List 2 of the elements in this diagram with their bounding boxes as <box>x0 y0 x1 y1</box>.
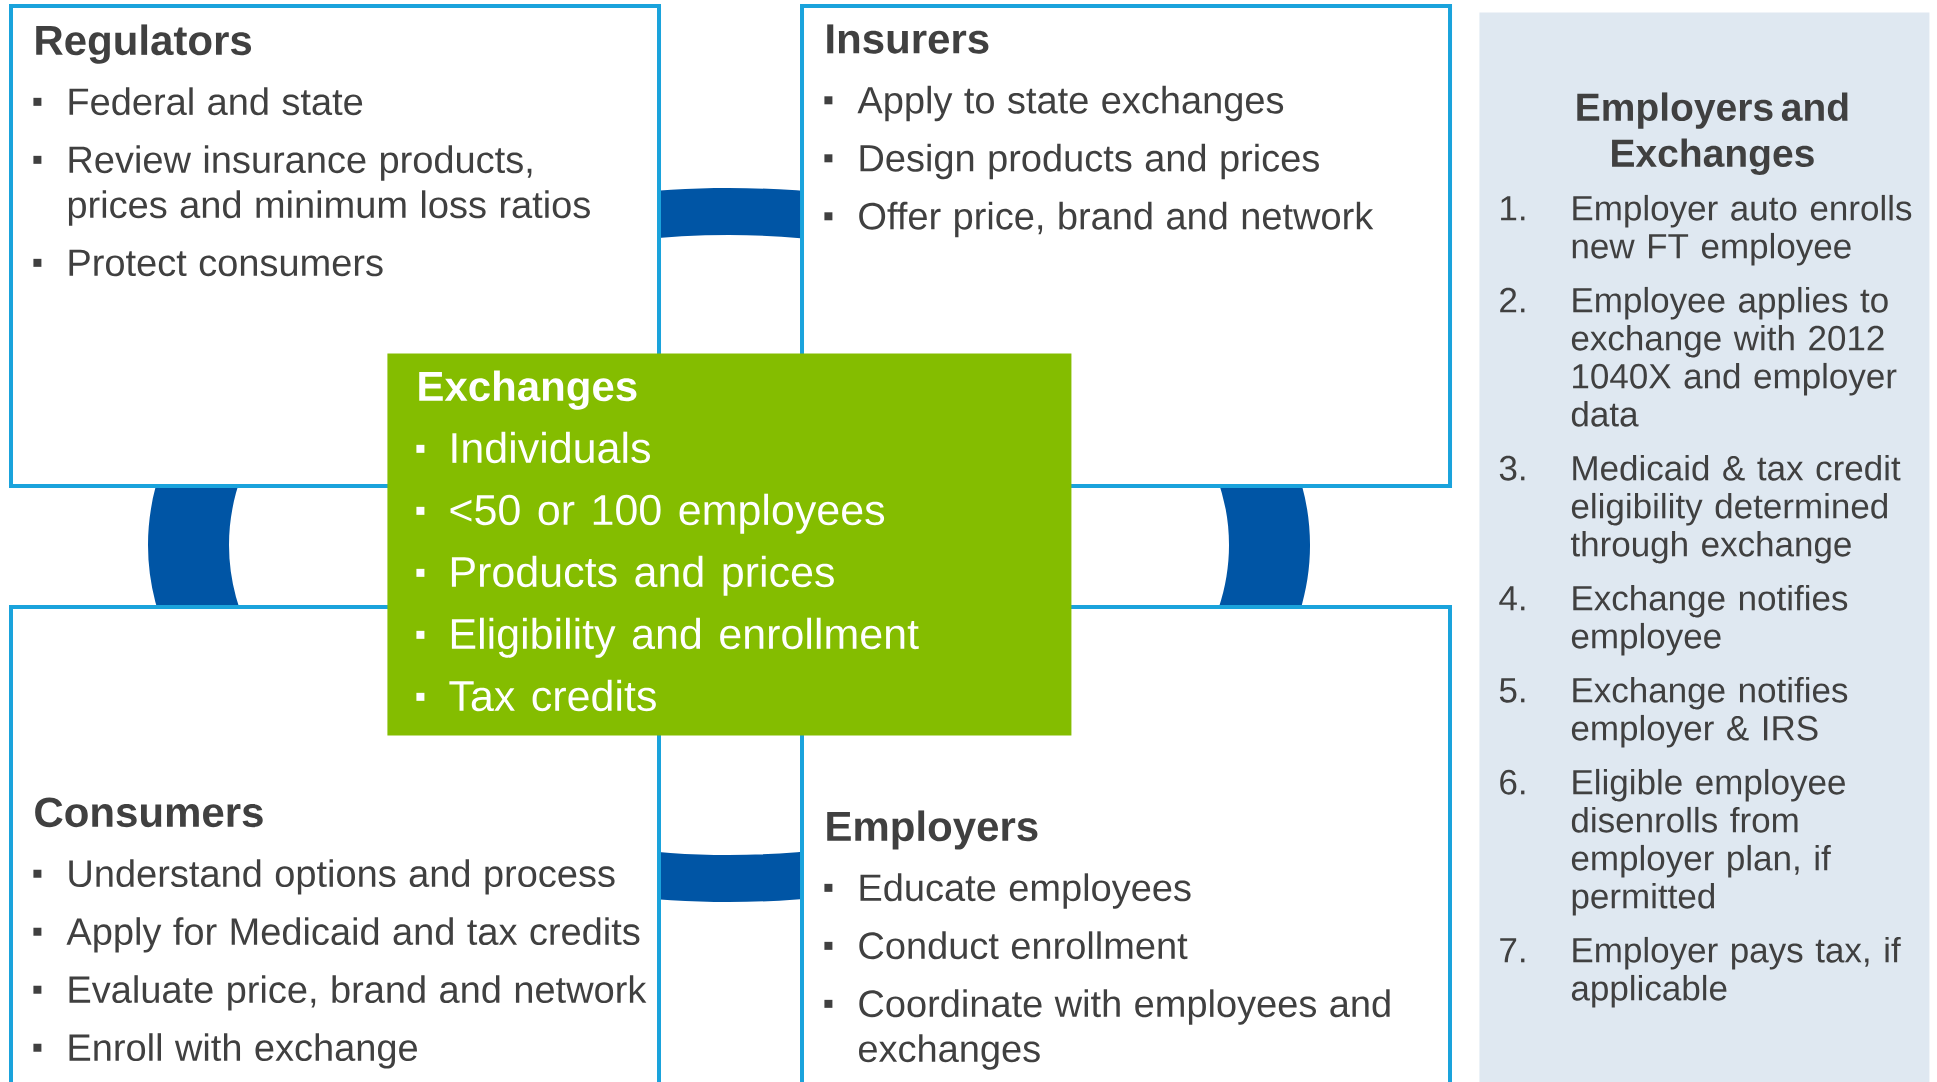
side-panel: Employers and Exchanges 1. Employer auto enrolls new FT employee 2. Employee applies to exchange with 2012 1040X and employer data 3. Medicaid & tax credit eligibility determined through exchange 4. Exchange notifies employee 5. Exchange notifies employer & IRS 6. Eligible employee disenrolls from employer plan, if permitted 7. Employer pays tax, if applicable <box>1479 12 1930 1082</box>
exchange-box: Exchanges Individuals <50 or 100 employees Products and prices Eligibility and enrollment Tax credits <box>387 353 1072 736</box>
